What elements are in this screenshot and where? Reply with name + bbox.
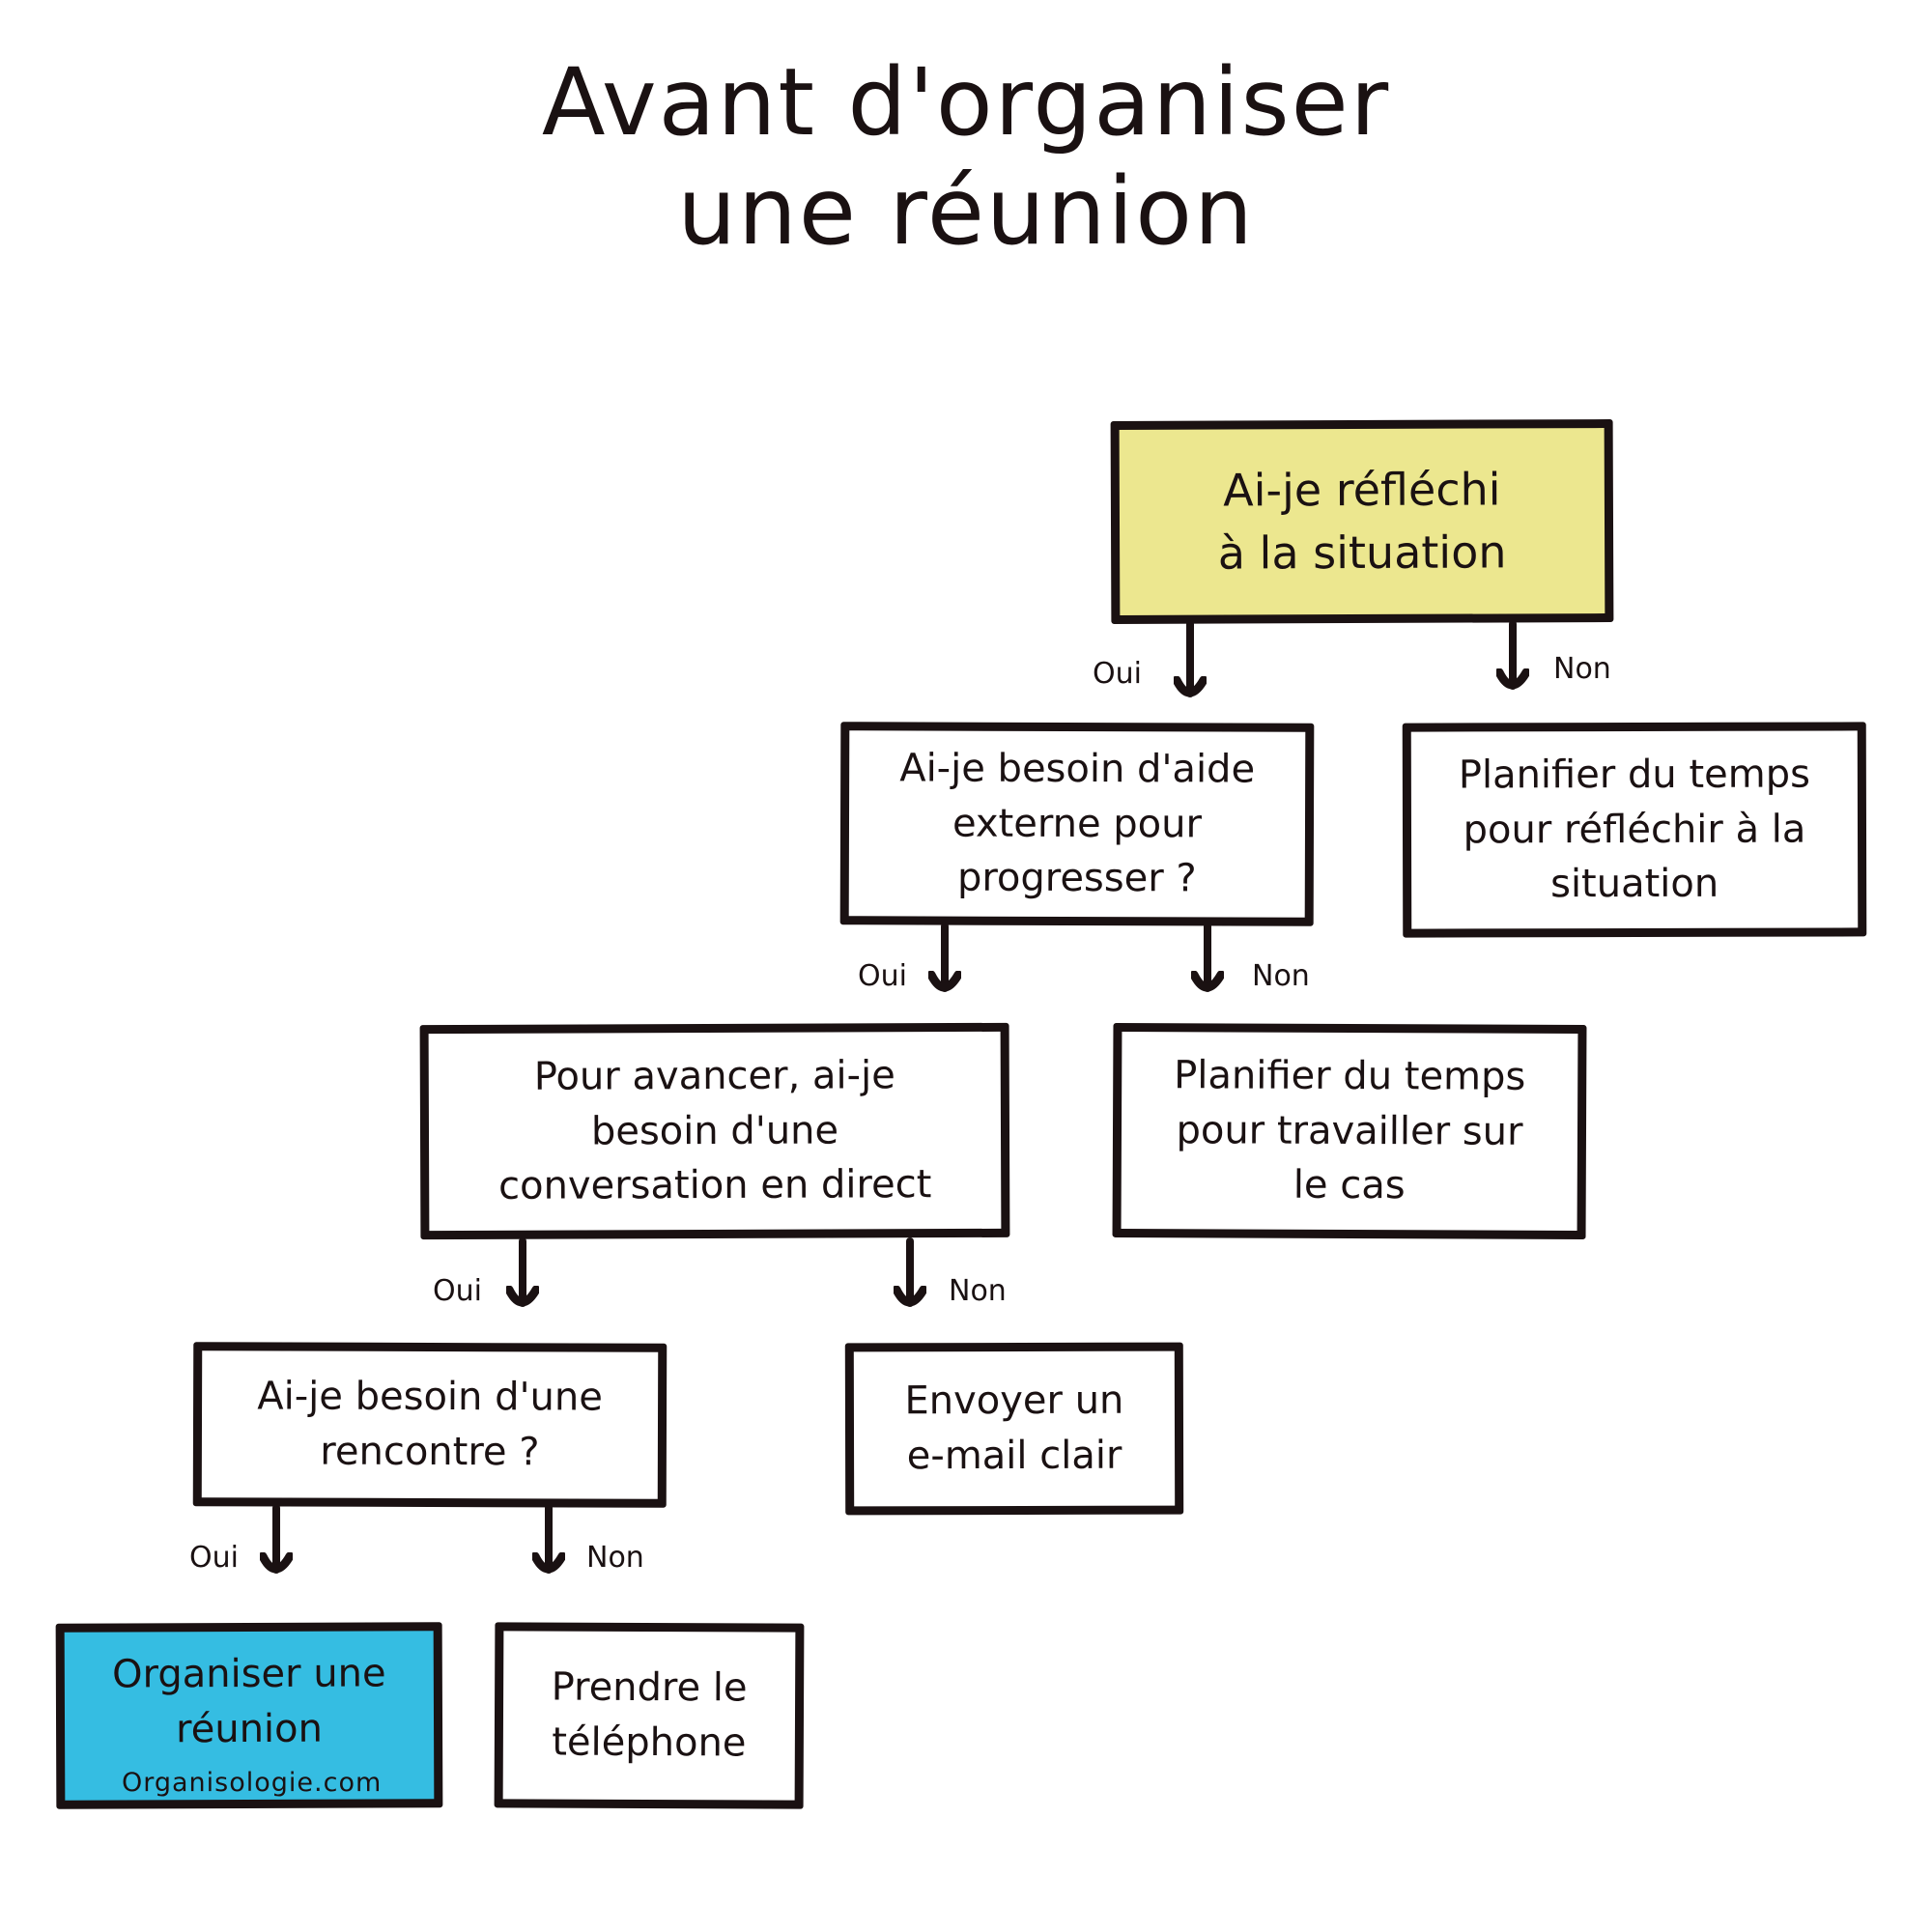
connector-aide-to-conversation bbox=[941, 923, 949, 992]
edge-label-start-oui: Oui bbox=[1093, 657, 1142, 691]
node-label: Ai-je réfléchi à la situation bbox=[1217, 463, 1507, 580]
arrowhead-aide-to-planifier-travailler bbox=[1191, 971, 1224, 1000]
connector-rencontre-to-organiser bbox=[272, 1504, 280, 1574]
node-label: Ai-je besoin d'une rencontre ? bbox=[257, 1374, 603, 1475]
connector-conversation-to-email bbox=[906, 1237, 914, 1307]
node-label: Ai-je besoin d'aide externe pour progres… bbox=[899, 746, 1256, 901]
arrowhead-start-to-aide bbox=[1174, 676, 1207, 705]
page-title-line-2: une réunion bbox=[677, 157, 1255, 267]
connector-rencontre-to-telephone bbox=[545, 1504, 553, 1574]
edge-label-aide-non: Non bbox=[1252, 959, 1310, 993]
edge-label-aide-oui: Oui bbox=[858, 959, 907, 993]
node-label: Prendre le téléphone bbox=[551, 1664, 748, 1766]
connector-start-to-aide bbox=[1186, 620, 1194, 697]
node-planifier-du-temps-pour-travailler[interactable]: Planifier du temps pour travailler sur l… bbox=[1112, 1022, 1587, 1240]
node-prendre-le-telephone[interactable]: Prendre le téléphone bbox=[494, 1622, 805, 1809]
node-ai-je-besoin-dune-rencontre[interactable]: Ai-je besoin d'une rencontre ? bbox=[192, 1342, 668, 1508]
arrowhead-start-to-planifier-reflechir bbox=[1496, 668, 1529, 697]
node-label: Planifier du temps pour réfléchir à la s… bbox=[1458, 752, 1810, 907]
edge-label-rencontre-non: Non bbox=[586, 1541, 644, 1575]
connector-start-to-planifier-reflechir bbox=[1509, 620, 1517, 690]
edge-label-conversation-non: Non bbox=[949, 1274, 1007, 1308]
node-ai-je-besoin-aide-externe[interactable]: Ai-je besoin d'aide externe pour progres… bbox=[839, 722, 1315, 926]
edge-label-start-non: Non bbox=[1553, 652, 1611, 686]
page-title-line-1: Avant d'organiser bbox=[541, 48, 1391, 156]
node-label: Organiser une réunion bbox=[111, 1651, 386, 1752]
node-pour-avancer-conversation-en-direct[interactable]: Pour avancer, ai-je besoin d'une convers… bbox=[419, 1022, 1010, 1240]
arrowhead-conversation-to-rencontre bbox=[506, 1286, 539, 1315]
edge-label-rencontre-oui: Oui bbox=[189, 1541, 239, 1575]
node-planifier-du-temps-pour-reflechir[interactable]: Planifier du temps pour réfléchir à la s… bbox=[1402, 722, 1867, 938]
node-label: Envoyer un e-mail clair bbox=[904, 1378, 1124, 1479]
arrowhead-aide-to-conversation bbox=[928, 971, 961, 1000]
edge-label-conversation-oui: Oui bbox=[433, 1274, 482, 1308]
watermark-organisologie: Organisologie.com bbox=[114, 1768, 390, 1798]
connector-conversation-to-rencontre bbox=[519, 1237, 526, 1307]
connector-aide-to-planifier-travailler bbox=[1204, 923, 1211, 992]
page-title: Avant d'organiser une réunion bbox=[0, 48, 1932, 268]
arrowhead-rencontre-to-telephone bbox=[532, 1552, 565, 1581]
node-envoyer-un-email-clair[interactable]: Envoyer un e-mail clair bbox=[844, 1342, 1184, 1516]
node-ai-je-reflechi-a-la-situation[interactable]: Ai-je réfléchi à la situation bbox=[1110, 419, 1614, 624]
node-label: Pour avancer, ai-je besoin d'une convers… bbox=[497, 1053, 932, 1209]
arrowhead-conversation-to-email bbox=[894, 1286, 926, 1315]
arrowhead-rencontre-to-organiser bbox=[260, 1552, 293, 1581]
node-label: Planifier du temps pour travailler sur l… bbox=[1174, 1053, 1526, 1208]
